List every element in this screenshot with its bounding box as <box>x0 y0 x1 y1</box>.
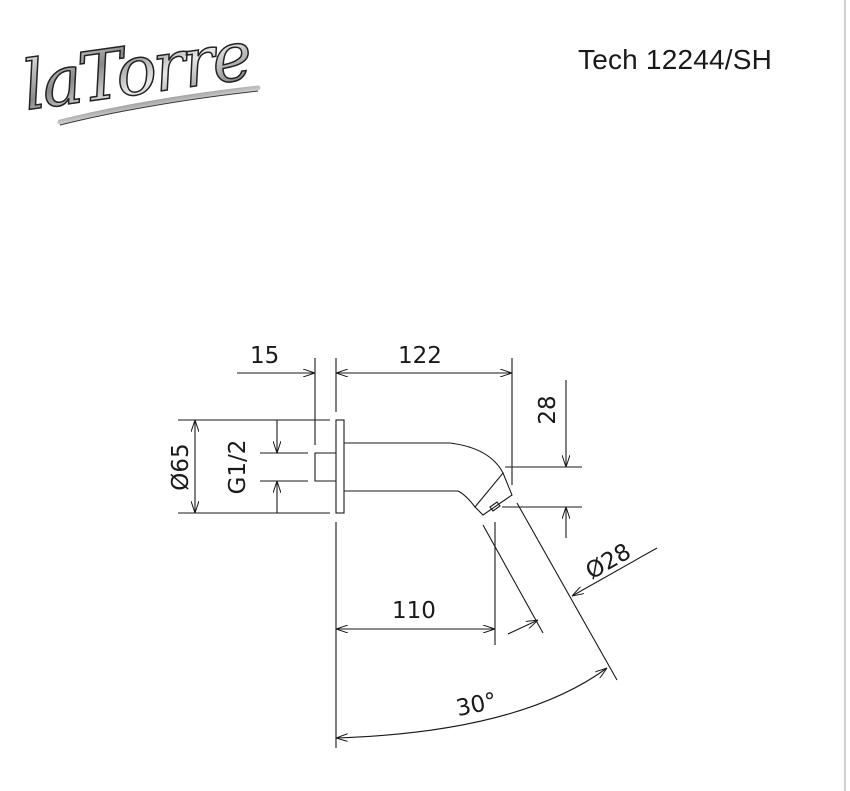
dim-outlet-drop: 28 <box>535 395 561 424</box>
thread-stub <box>314 452 336 482</box>
model-title: Tech 12244/SH <box>578 44 773 75</box>
brand-logo: laTorre <box>17 16 261 127</box>
aerator-nozzle <box>474 471 513 516</box>
dim-angle: 30° <box>454 688 499 722</box>
dim-outlet-diameter: Ø28 <box>581 539 635 585</box>
dim-thread: G1/2 <box>225 440 251 495</box>
dim-thread-depth: 15 <box>250 343 279 369</box>
wall-plate <box>335 419 345 514</box>
dim-outlet-reach: 110 <box>392 598 436 624</box>
dim-plate-diameter: Ø65 <box>168 443 194 490</box>
page-edge-divider <box>844 0 846 791</box>
dim-projection: 122 <box>398 343 442 369</box>
spout-body <box>344 442 504 508</box>
svg-text:laTorre: laTorre <box>18 17 255 127</box>
